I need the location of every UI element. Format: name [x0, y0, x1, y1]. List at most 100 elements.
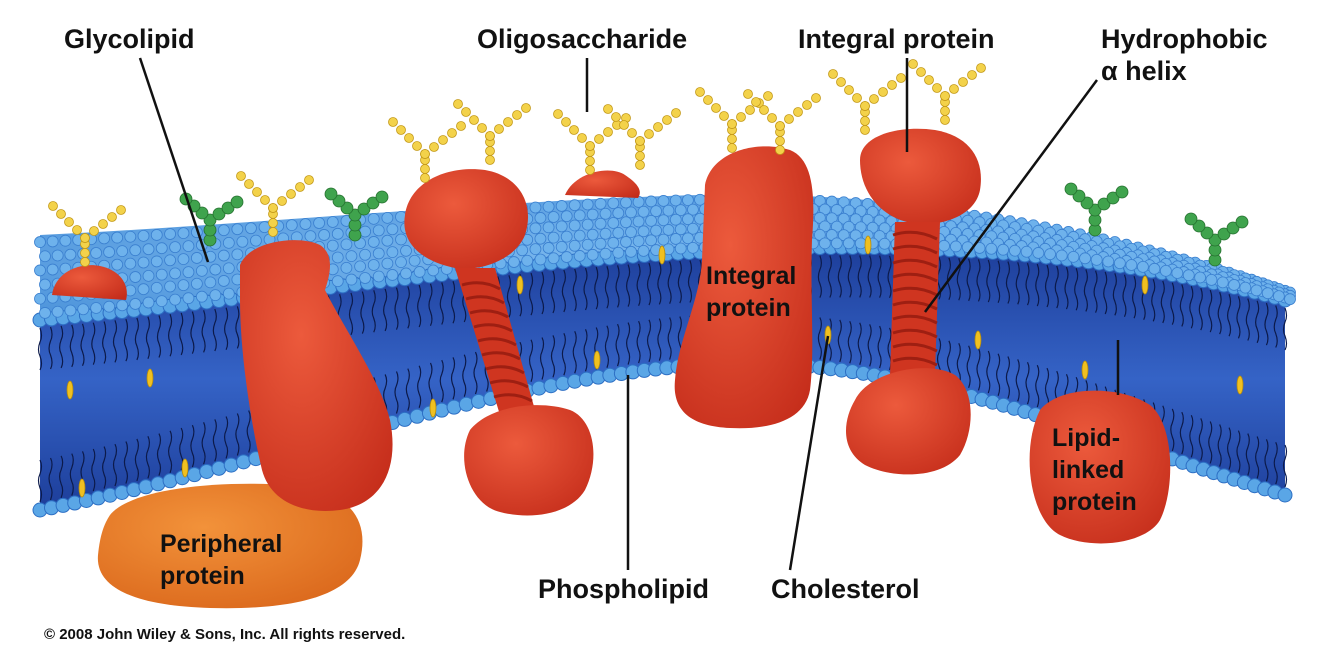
peripheral-label-line2: protein	[160, 562, 245, 590]
phospholipid-head	[587, 229, 598, 240]
sugar-residue	[812, 94, 821, 103]
phospholipid-head	[183, 267, 194, 278]
phospholipid-head	[218, 250, 229, 261]
phospholipid-head	[47, 264, 58, 275]
phospholipid-head	[156, 243, 167, 254]
phospholipid-head	[40, 279, 51, 290]
phospholipid-head	[191, 252, 202, 263]
phospholipid-head	[1183, 270, 1194, 281]
phospholipid-head	[530, 244, 541, 255]
sugar-residue	[73, 226, 82, 235]
phospholipid-head	[587, 209, 598, 220]
lipid-linked-label-line2: linked	[1052, 456, 1124, 484]
sugar-residue	[636, 137, 645, 146]
phospholipid-head	[556, 200, 567, 211]
phospholipid-head	[1137, 261, 1148, 272]
sugar-residue	[253, 188, 262, 197]
phospholipid-head	[638, 206, 649, 217]
phospholipid-head	[138, 230, 149, 241]
phospholipid-head	[620, 217, 631, 228]
phospholipid-head	[638, 245, 649, 256]
phospholipid-head	[382, 258, 393, 269]
phospholipid-head	[447, 400, 461, 414]
sugar-residue	[117, 206, 126, 215]
sugar-residue	[57, 210, 66, 219]
phospholipid-head	[368, 259, 379, 270]
phospholipid-head	[373, 271, 384, 282]
phospholipid-head	[530, 223, 541, 234]
phospholipid-head	[651, 225, 662, 236]
phospholipid-head	[117, 300, 128, 311]
sugar-residue	[636, 152, 645, 161]
phospholipid-head	[1056, 250, 1067, 261]
phospholipid-head	[212, 461, 226, 475]
sugar-residue	[269, 219, 278, 228]
lipid-linked-label-line3: protein	[1052, 488, 1137, 516]
phospholipid-head	[35, 265, 46, 276]
phospholipid-head	[939, 240, 950, 251]
sugar-residue	[389, 118, 398, 127]
phospholipid-head	[582, 219, 593, 230]
sugar-residue	[397, 126, 406, 135]
phospholipid-head	[561, 231, 572, 242]
phospholipid-head	[625, 246, 636, 257]
phospholipid-head	[535, 254, 546, 265]
phospholipid-head	[178, 254, 189, 265]
sugar-residue	[794, 108, 803, 117]
cholesterol-molecule	[182, 459, 188, 477]
phospholipid-head	[360, 249, 371, 260]
phospholipid-head	[1068, 251, 1079, 262]
cholesterol-molecule	[517, 276, 523, 294]
cholesterol-molecule	[79, 479, 85, 497]
phospholipid-head	[620, 197, 631, 208]
sugar-residue	[570, 126, 579, 135]
glycolipid-sugar	[376, 191, 388, 203]
phospholipid-head	[613, 227, 624, 238]
phospholipid-head	[396, 234, 407, 245]
sugar-residue	[977, 64, 986, 73]
sugar-residue	[81, 234, 90, 243]
sugar-residue	[49, 202, 58, 211]
sugar-residue	[764, 92, 773, 101]
phospholipid-head	[143, 244, 154, 255]
sugar-residue	[486, 147, 495, 156]
phospholipid-head	[1080, 253, 1091, 264]
sugar-residue	[959, 78, 968, 87]
sugar-residue	[879, 88, 888, 97]
phospholipid-head	[651, 206, 662, 217]
phospholipid-head	[1273, 291, 1284, 302]
phospholipid-head	[130, 272, 141, 283]
phospholipid-head	[183, 241, 194, 252]
phospholipid-head	[165, 229, 176, 240]
phospholipid-head	[608, 237, 619, 248]
phospholipid-head	[1195, 272, 1206, 283]
phospholipid-head	[574, 230, 585, 241]
sugar-residue	[586, 142, 595, 151]
phospholipid-head	[613, 247, 624, 258]
sugar-residue	[81, 249, 90, 258]
phospholipid-head	[543, 201, 554, 212]
phospholipid-head	[218, 225, 229, 236]
phospholipid-head	[196, 265, 207, 276]
sugar-residue	[478, 124, 487, 133]
sugar-residue	[917, 68, 926, 77]
phospholipid-head	[373, 225, 384, 236]
sugar-residue	[672, 109, 681, 118]
integral-protein-label: Integral protein	[798, 24, 995, 54]
phospholipid-head	[658, 215, 669, 226]
sugar-residue	[237, 172, 246, 181]
sugar-residue	[837, 78, 846, 87]
phospholipid-head	[387, 247, 398, 258]
phospholipid-head	[843, 238, 854, 249]
phospholipid-head	[382, 212, 393, 223]
phospholipid-head	[409, 255, 420, 266]
phospholipid-head	[130, 245, 141, 256]
glycolipid-sugar	[325, 188, 337, 200]
phospholipid-head	[332, 252, 343, 263]
phospholipid-label: Phospholipid	[538, 574, 709, 604]
phospholipid-head	[327, 240, 338, 251]
sugar-residue	[296, 183, 305, 192]
phospholipid-head	[608, 198, 619, 209]
glycolipid-label: Glycolipid	[64, 24, 195, 54]
phospholipid-head	[1126, 259, 1137, 270]
